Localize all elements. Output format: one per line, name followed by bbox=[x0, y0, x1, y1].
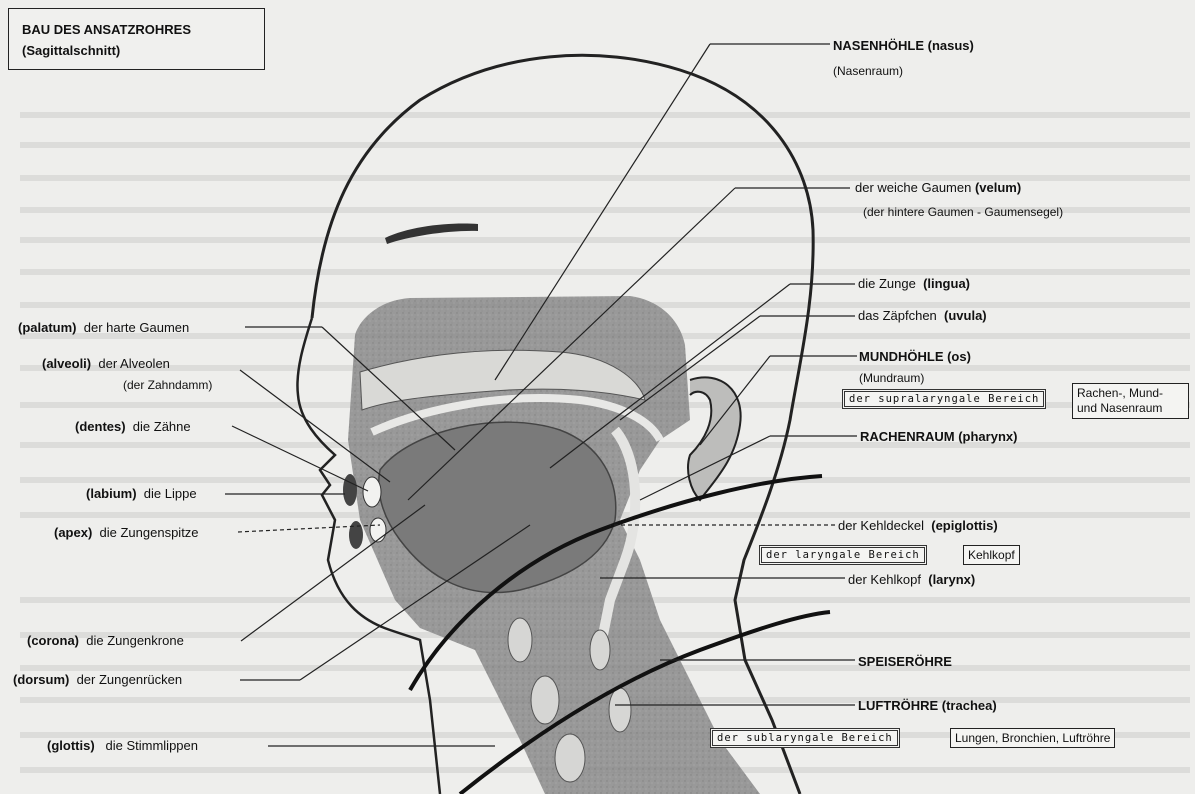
corona-term: (corona) bbox=[27, 633, 79, 648]
title-box: BAU DES ANSATZROHRES (Sagittalschnitt) bbox=[8, 8, 265, 70]
label-glottis: (glottis) die Stimmlippen bbox=[47, 738, 198, 754]
palatum-term: (palatum) bbox=[18, 320, 77, 335]
region-sublaryngeal-desc: Lungen, Bronchien, Luftröhre bbox=[950, 728, 1115, 748]
kehlkopf-text: der Kehlkopf bbox=[848, 572, 921, 587]
label-apex: (apex) die Zungenspitze bbox=[54, 525, 199, 541]
region-laryngeal: der laryngale Bereich bbox=[759, 545, 927, 565]
zunge-text: die Zunge bbox=[858, 276, 916, 291]
label-kehldeckel: der Kehldeckel (epiglottis) bbox=[838, 518, 998, 534]
upper-teeth bbox=[363, 477, 381, 507]
labium-text: die Lippe bbox=[144, 486, 197, 501]
weiche-gaumen-text: der weiche Gaumen bbox=[855, 180, 971, 195]
label-mundhoehle: MUNDHÖHLE (os) bbox=[859, 349, 971, 365]
label-weiche-gaumen: der weiche Gaumen (velum) bbox=[855, 180, 1021, 196]
upper-lip bbox=[343, 474, 357, 506]
label-mundraum: (Mundraum) bbox=[859, 370, 924, 386]
label-zaepfchen: das Zäpfchen (uvula) bbox=[858, 308, 987, 324]
dorsum-text: der Zungenrücken bbox=[77, 672, 183, 687]
label-palatum: (palatum) der harte Gaumen bbox=[18, 320, 189, 336]
label-speiseroehre: SPEISERÖHRE bbox=[858, 654, 952, 670]
dentes-term: (dentes) bbox=[75, 419, 126, 434]
larynx-term: (larynx) bbox=[928, 572, 975, 587]
region-sublaryngeal: der sublaryngale Bereich bbox=[710, 728, 900, 748]
label-dentes: (dentes) die Zähne bbox=[75, 419, 191, 435]
dentes-text: die Zähne bbox=[133, 419, 191, 434]
label-corona: (corona) die Zungenkrone bbox=[27, 633, 184, 649]
velum-term: (velum) bbox=[975, 180, 1021, 195]
apex-text: die Zungenspitze bbox=[100, 525, 199, 540]
uvula-term: (uvula) bbox=[944, 308, 987, 323]
supralaryngeal-desc-line2: und Nasenraum bbox=[1077, 401, 1184, 416]
label-alveoli: (alveoli) der Alveolen bbox=[42, 356, 170, 372]
dorsum-term: (dorsum) bbox=[13, 672, 69, 687]
corona-text: die Zungenkrone bbox=[86, 633, 184, 648]
label-rachenraum: RACHENRAUM (pharynx) bbox=[860, 429, 1017, 445]
lower-lip bbox=[349, 521, 363, 549]
kehldeckel-text: der Kehldeckel bbox=[838, 518, 924, 533]
label-nasenhoehle: NASENHÖHLE (nasus) bbox=[833, 38, 974, 54]
alveoli-text: der Alveolen bbox=[98, 356, 170, 371]
label-hintere-gaumen: (der hintere Gaumen - Gaumensegel) bbox=[863, 204, 1063, 220]
label-zunge: die Zunge (lingua) bbox=[858, 276, 970, 292]
label-kehlkopf: der Kehlkopf (larynx) bbox=[848, 572, 975, 588]
supralaryngeal-desc-line1: Rachen-, Mund- bbox=[1077, 386, 1184, 401]
region-laryngeal-desc: Kehlkopf bbox=[963, 545, 1020, 565]
label-labium: (labium) die Lippe bbox=[86, 486, 197, 502]
labium-term: (labium) bbox=[86, 486, 137, 501]
alveoli-term: (alveoli) bbox=[42, 356, 91, 371]
label-luftroehre: LUFTRÖHRE (trachea) bbox=[858, 698, 997, 714]
region-supralaryngeal: der supralaryngale Bereich bbox=[842, 389, 1046, 409]
lingua-term: (lingua) bbox=[923, 276, 970, 291]
zaepfchen-text: das Zäpfchen bbox=[858, 308, 937, 323]
epiglottis-term: (epiglottis) bbox=[931, 518, 997, 533]
label-alveoli-2: (der Zahndamm) bbox=[123, 377, 212, 393]
title-line1: BAU DES ANSATZROHRES bbox=[22, 22, 191, 37]
glottis-text: die Stimmlippen bbox=[106, 738, 199, 753]
apex-term: (apex) bbox=[54, 525, 92, 540]
lower-teeth bbox=[370, 518, 386, 542]
label-dorsum: (dorsum) der Zungenrücken bbox=[13, 672, 182, 688]
region-supralaryngeal-desc: Rachen-, Mund- und Nasenraum bbox=[1072, 383, 1189, 419]
palatum-text: der harte Gaumen bbox=[84, 320, 190, 335]
label-nasenraum: (Nasenraum) bbox=[833, 63, 903, 79]
title-line2: (Sagittalschnitt) bbox=[22, 43, 120, 58]
glottis-term: (glottis) bbox=[47, 738, 95, 753]
